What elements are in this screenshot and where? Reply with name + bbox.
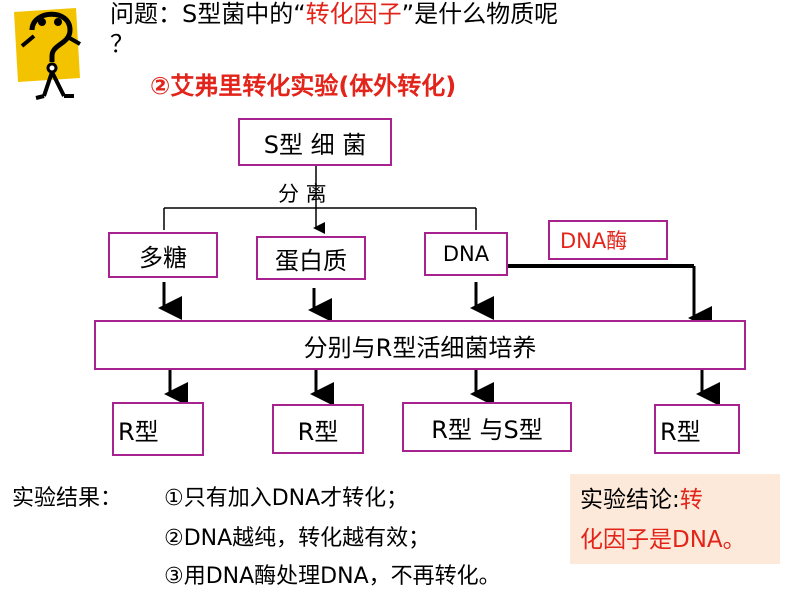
culture-box: 分别与R型活细菌培养 (94, 320, 746, 370)
result-item-3: ③用DNA酶处理DNA，不再转化。 (164, 564, 501, 589)
conclusion-label: 实验结论: (580, 487, 680, 513)
conclusion-line1-suffix: 转 (679, 487, 703, 513)
result-item-2: ②DNA越纯，转化越有效； (164, 526, 431, 551)
subtitle: ②艾弗里转化实验(体外转化) (150, 72, 457, 100)
conclusion-line2: 化因子是DNA。 (580, 527, 746, 553)
question-mark-figure-icon (14, 8, 81, 100)
outcome-r-and-s: R型 与S型 (402, 402, 572, 452)
outcome-r-2: R型 (272, 404, 364, 454)
result-item-1: ①只有加入DNA才转化； (164, 486, 409, 511)
conclusion-box: 实验结论:转 化因子是DNA。 (570, 474, 780, 564)
polysaccharide-box: 多糖 (108, 232, 218, 278)
results-label: 实验结果： (12, 486, 123, 511)
question-highlight: 转化因子 (305, 0, 402, 28)
s-bacteria-box: S型 细 菌 (238, 118, 392, 166)
question-suffix: ”是什么物质呢 (401, 0, 559, 28)
dna-enzyme-box: DNA酶 (548, 220, 668, 260)
outcome-r-4: R型 (654, 404, 740, 454)
question-heading: 问题：S型菌中的“转化因子”是什么物质呢 (110, 0, 558, 28)
protein-box: 蛋白质 (256, 236, 366, 280)
dna-box: DNA (424, 232, 508, 276)
question-mark: ？ (110, 30, 134, 58)
separate-label: 分 离 (278, 182, 327, 206)
outcome-r-1: R型 (112, 402, 204, 456)
question-prefix: 问题：S型菌中的“ (110, 0, 306, 28)
